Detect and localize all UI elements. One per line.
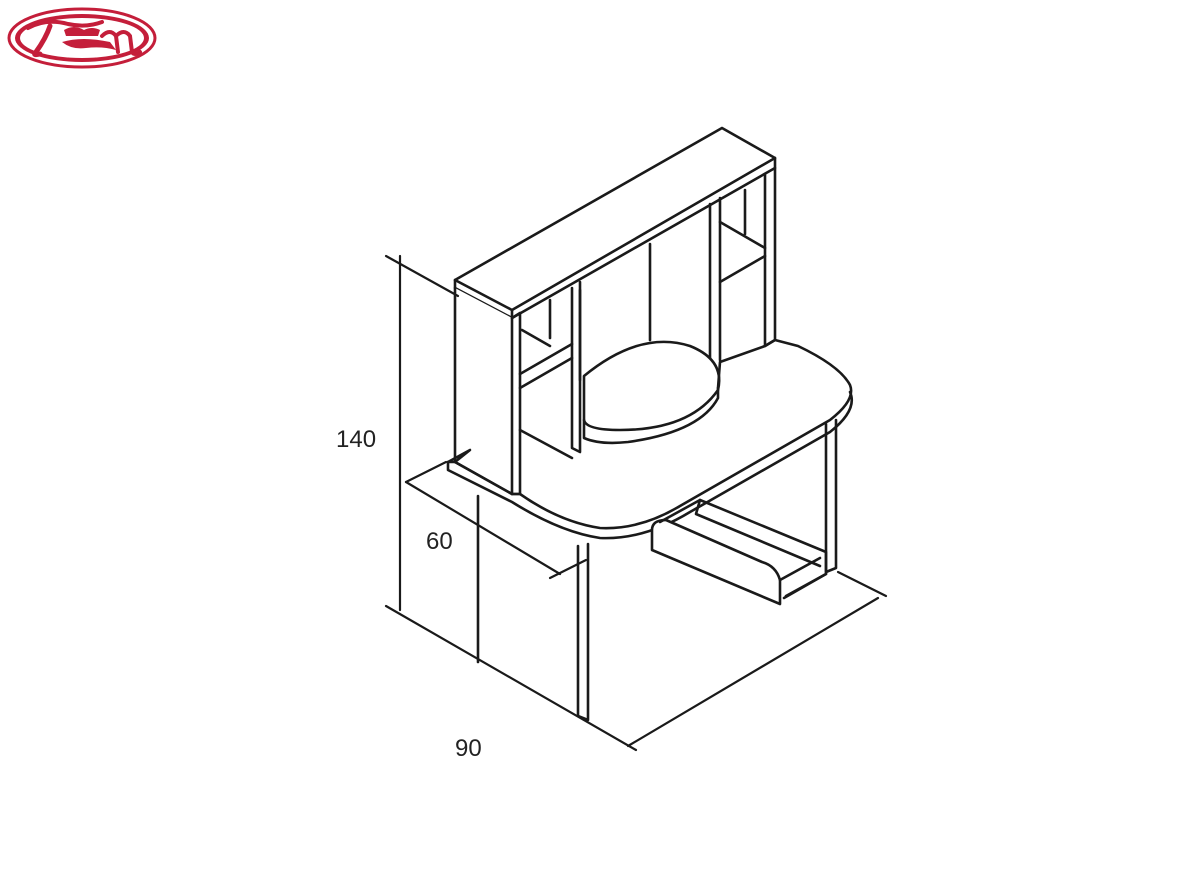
cpu-stand (650, 498, 828, 606)
dimension-lines (384, 254, 888, 752)
height-dimension-label: 140 (336, 426, 377, 453)
hutch-top-board (453, 126, 777, 320)
hutch-monitor-shelf (582, 340, 721, 445)
computer-desk-with-hutch-icon (384, 126, 888, 752)
width-dimension-label: 90 (455, 735, 482, 762)
tm-brand-logo-icon (7, 7, 157, 69)
hutch-right-column (708, 166, 777, 364)
desk-legs (476, 418, 838, 722)
depth-dimension-label: 60 (426, 528, 453, 555)
hutch-left-column (453, 286, 582, 496)
desk-top-surface (446, 338, 854, 540)
